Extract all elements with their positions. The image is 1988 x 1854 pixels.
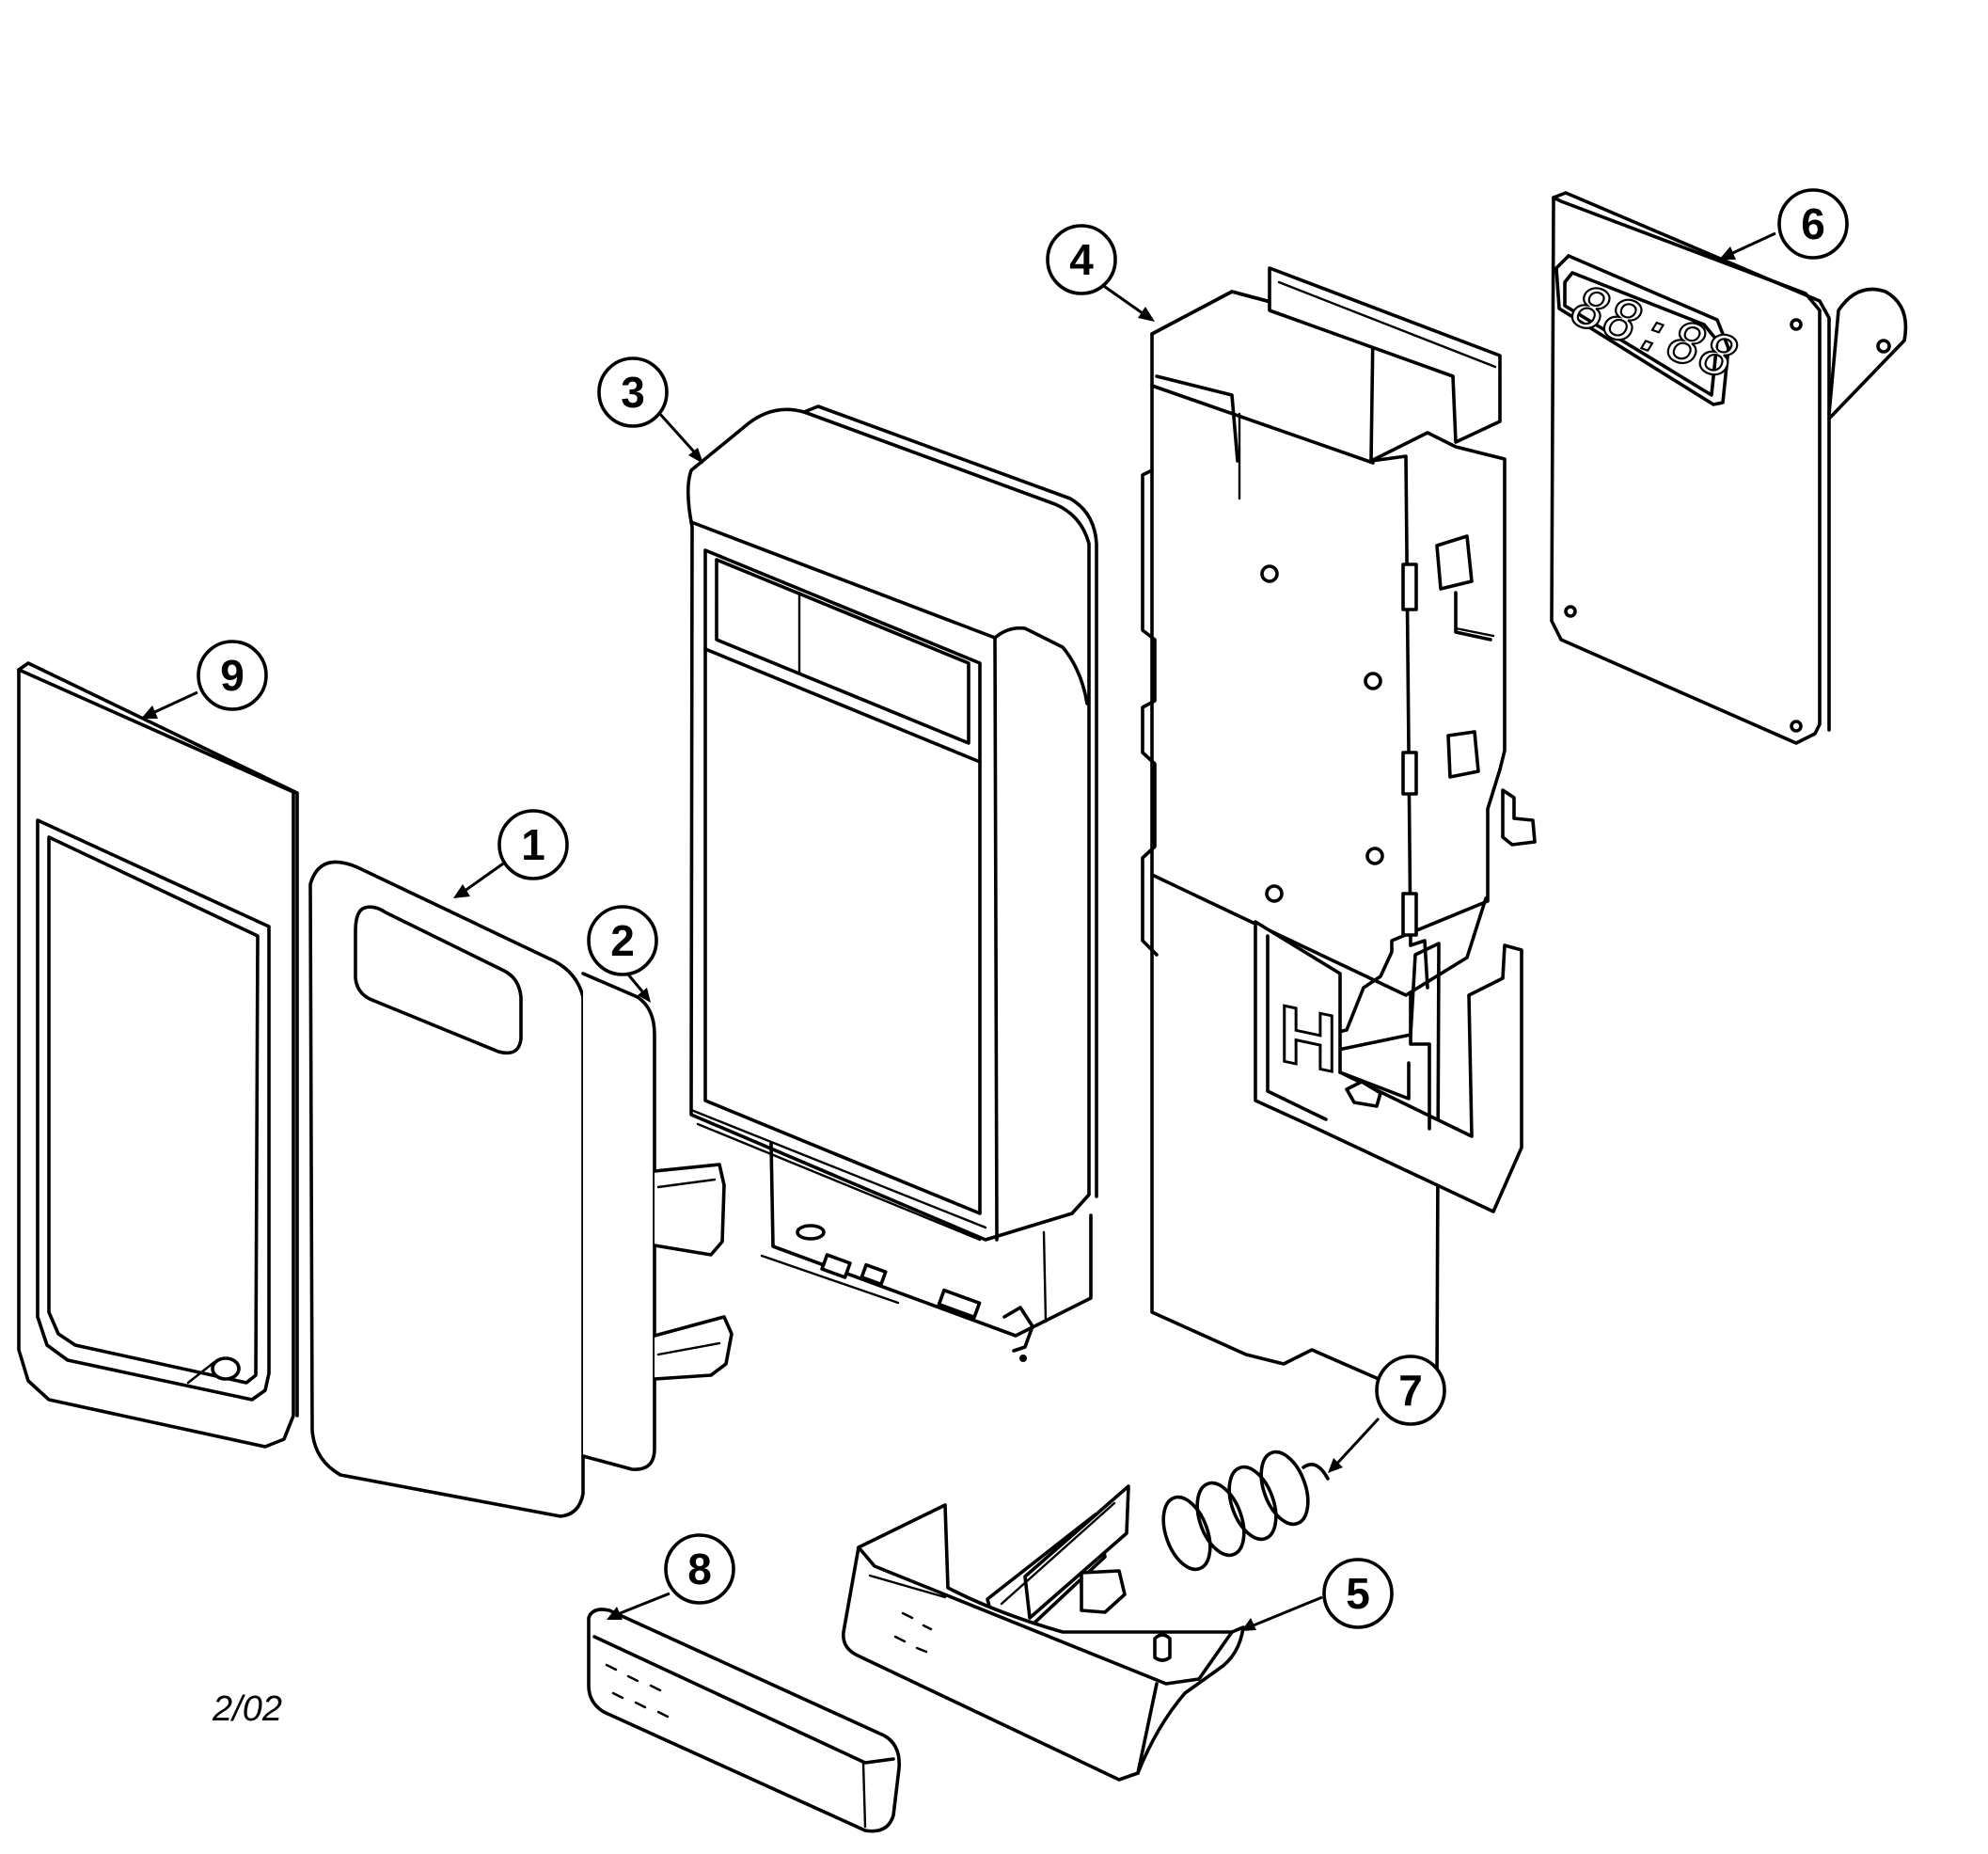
callout-label-9: 9 <box>220 651 245 700</box>
part-6-display-board: 88:88 <box>1550 191 1908 745</box>
board-marking-h: H <box>1279 988 1337 1090</box>
callout-4: 4 <box>1046 224 1117 295</box>
callout-3: 3 <box>597 357 669 428</box>
callout-label-5: 5 <box>1346 1569 1370 1618</box>
part-7-spring <box>1161 1450 1330 1572</box>
callout-9: 9 <box>197 640 268 711</box>
part-9-screw-hole <box>211 1356 241 1381</box>
callout-label-1: 1 <box>521 820 545 869</box>
part-8-button <box>587 1608 901 1833</box>
part-5-lever <box>841 1484 1245 1782</box>
part-3-housing <box>686 404 1098 1362</box>
date-code: 2/02 <box>213 1689 282 1729</box>
callout-label-4: 4 <box>1069 235 1094 284</box>
part-9-frame <box>17 661 299 1449</box>
callout-8: 8 <box>664 1533 735 1605</box>
leader-lines <box>141 231 1776 1631</box>
callout-6: 6 <box>1777 188 1849 260</box>
callout-label-3: 3 <box>621 368 645 417</box>
callout-1: 1 <box>497 809 569 880</box>
callout-7: 7 <box>1375 1355 1446 1426</box>
callout-label-7: 7 <box>1398 1366 1423 1415</box>
part-1-overlay <box>308 860 585 1518</box>
callout-2: 2 <box>587 905 658 976</box>
callout-label-2: 2 <box>610 916 635 965</box>
callout-label-8: 8 <box>687 1545 712 1593</box>
callout-5: 5 <box>1322 1558 1394 1629</box>
part-2-membrane <box>581 972 734 1471</box>
part-4-control-board: H <box>1141 266 1537 1394</box>
callout-label-6: 6 <box>1801 199 1825 248</box>
